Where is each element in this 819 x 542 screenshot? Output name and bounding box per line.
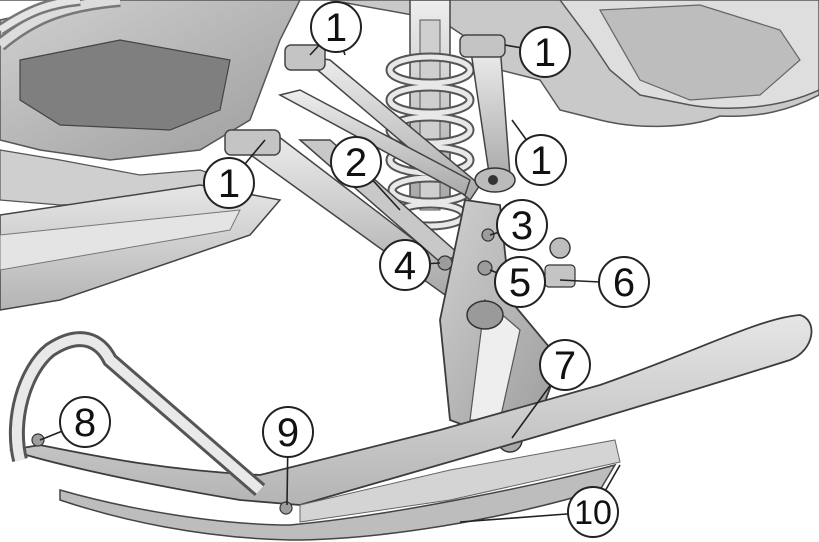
callout-9: 9 bbox=[262, 406, 314, 458]
callout-ring bbox=[515, 134, 567, 186]
callout-ring bbox=[494, 256, 546, 308]
chassis-body bbox=[0, 0, 819, 206]
callout-label: 4 bbox=[394, 244, 416, 288]
callout-ring bbox=[496, 199, 548, 251]
callout-4: 4 bbox=[379, 239, 431, 291]
callout-label: 5 bbox=[509, 261, 531, 305]
rear-ski bbox=[0, 184, 282, 311]
callout-ring bbox=[262, 406, 314, 458]
callout-label: 6 bbox=[613, 261, 635, 305]
callout-6: 6 bbox=[598, 256, 650, 308]
callout-label: 2 bbox=[345, 141, 367, 185]
callout-1: 1 bbox=[203, 157, 255, 209]
callout-label: 1 bbox=[534, 31, 556, 75]
callout-label: 9 bbox=[277, 411, 299, 455]
upper-a-arm bbox=[277, 34, 516, 202]
callout-ring bbox=[567, 486, 619, 538]
callout-label: 1 bbox=[530, 139, 552, 183]
callout-ring bbox=[519, 26, 571, 78]
callout-ring bbox=[203, 157, 255, 209]
callouts: 1 1 1 1 2 3 4 5 bbox=[59, 1, 650, 538]
callout-ring bbox=[539, 339, 591, 391]
callout-label: 3 bbox=[511, 204, 533, 248]
callout-label: 7 bbox=[554, 344, 576, 388]
callout-5: 5 bbox=[494, 256, 546, 308]
spindle bbox=[437, 198, 576, 453]
callout-ring bbox=[330, 136, 382, 188]
leader-line bbox=[559, 279, 601, 283]
callout-1: 1 bbox=[519, 26, 571, 78]
callout-1: 1 bbox=[515, 134, 567, 186]
shock-absorber bbox=[385, 0, 475, 231]
callout-10: 10 bbox=[567, 486, 619, 538]
callout-ring bbox=[310, 1, 362, 53]
front-ski bbox=[8, 314, 813, 541]
callout-label: 8 bbox=[74, 401, 96, 445]
callout-ring bbox=[598, 256, 650, 308]
callout-1: 1 bbox=[310, 1, 362, 53]
callout-label: 1 bbox=[218, 162, 240, 206]
callout-8: 8 bbox=[59, 396, 111, 448]
callout-label: 10 bbox=[574, 494, 612, 532]
callout-ring bbox=[59, 396, 111, 448]
callout-ring bbox=[379, 239, 431, 291]
callout-3: 3 bbox=[496, 199, 548, 251]
callout-label: 1 bbox=[325, 6, 347, 50]
callout-7: 7 bbox=[539, 339, 591, 391]
callout-2: 2 bbox=[330, 136, 382, 188]
